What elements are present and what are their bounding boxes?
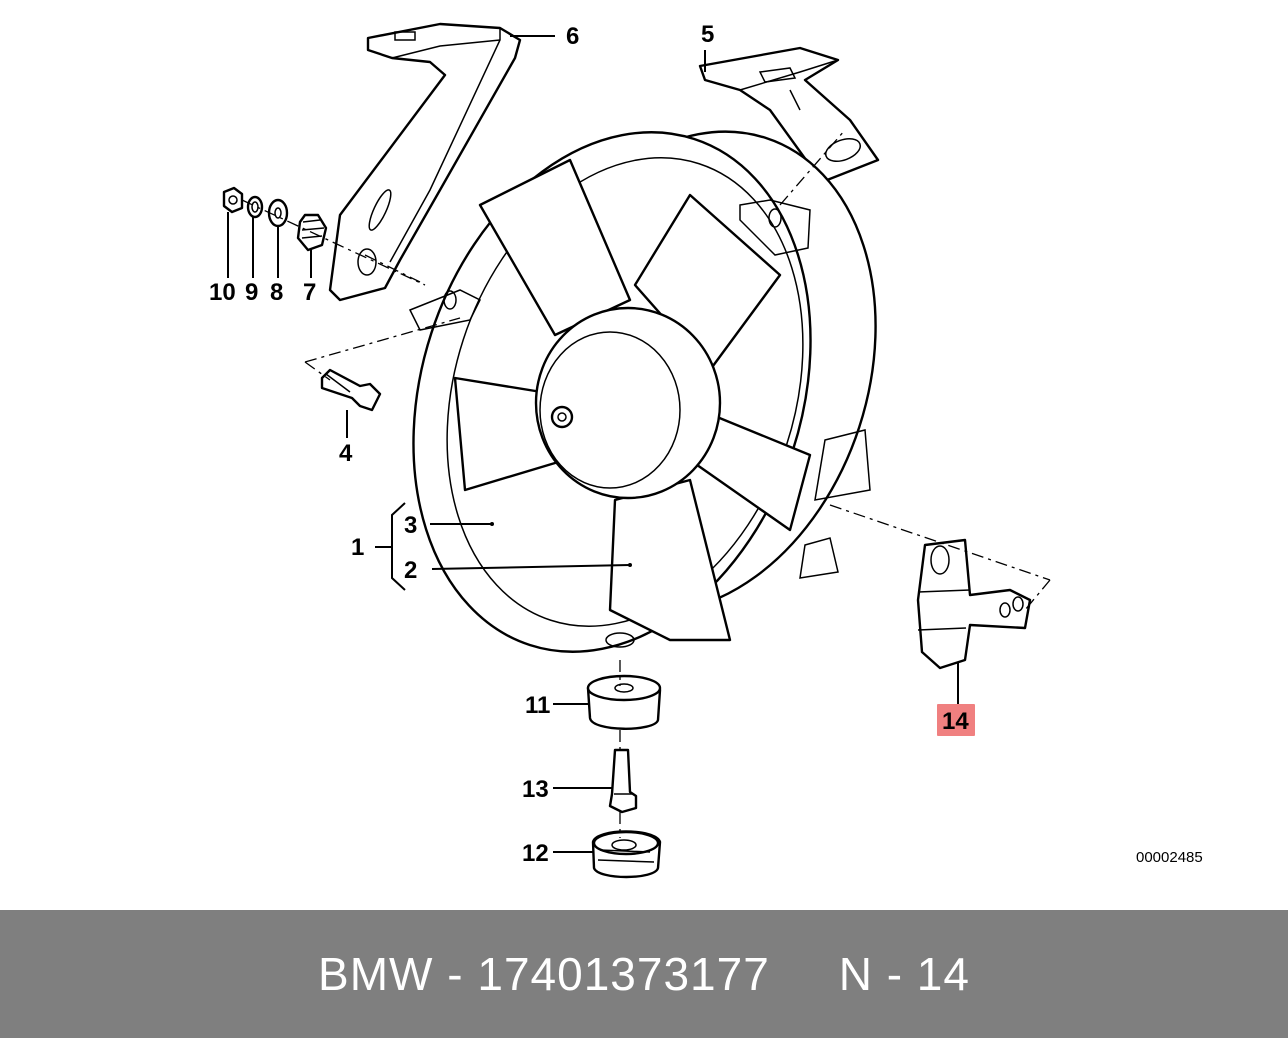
pin-part-13[interactable] [608,748,638,814]
washer-part-8[interactable] [267,198,289,228]
bracket-part-6[interactable] [328,22,522,302]
grommet-part-11[interactable] [586,674,662,730]
parts-diagram: 6 5 10 9 8 7 4 3 2 1 11 13 12 14 0000248… [209,21,1203,879]
label-part-9[interactable]: 9 [245,279,258,306]
label-part-6[interactable]: 6 [566,23,579,50]
label-part-2[interactable]: 2 [404,557,417,584]
label-part-1[interactable]: 1 [351,534,364,561]
label-part-7[interactable]: 7 [303,279,316,306]
footer-bar: BMW - 17401373177 N - 14 [0,910,1288,1038]
footer-separator: - [433,948,478,1000]
lock-washer-part-9[interactable] [246,195,264,219]
footer-part-number: 17401373177 [477,948,770,1000]
bolt-part-4[interactable] [320,368,382,412]
label-part-4[interactable]: 4 [339,440,353,467]
diagram-code: 00002485 [1136,849,1203,866]
label-part-3[interactable]: 3 [404,512,417,539]
highlight-box-part-14 [937,704,975,736]
bracket-part-5[interactable] [698,46,880,184]
footer-part-info: BMW - 17401373177 N - 14 [318,947,970,1001]
resistor-part-14[interactable] [916,538,1032,670]
label-part-10[interactable]: 10 [209,279,236,306]
footer-brand: BMW [318,948,434,1000]
footer-gap [770,948,839,1000]
fan-wheel[interactable] [453,158,812,642]
label-part-14[interactable]: 14 [942,708,969,735]
bushing-part-12[interactable] [591,830,662,879]
label-part-12[interactable]: 12 [522,840,549,867]
label-part-13[interactable]: 13 [522,776,549,803]
label-part-5[interactable]: 5 [701,21,714,48]
label-part-11[interactable]: 11 [525,692,550,719]
footer-position: N - 14 [838,948,970,1000]
nut-part-10[interactable] [222,186,244,214]
label-part-8[interactable]: 8 [270,279,283,306]
